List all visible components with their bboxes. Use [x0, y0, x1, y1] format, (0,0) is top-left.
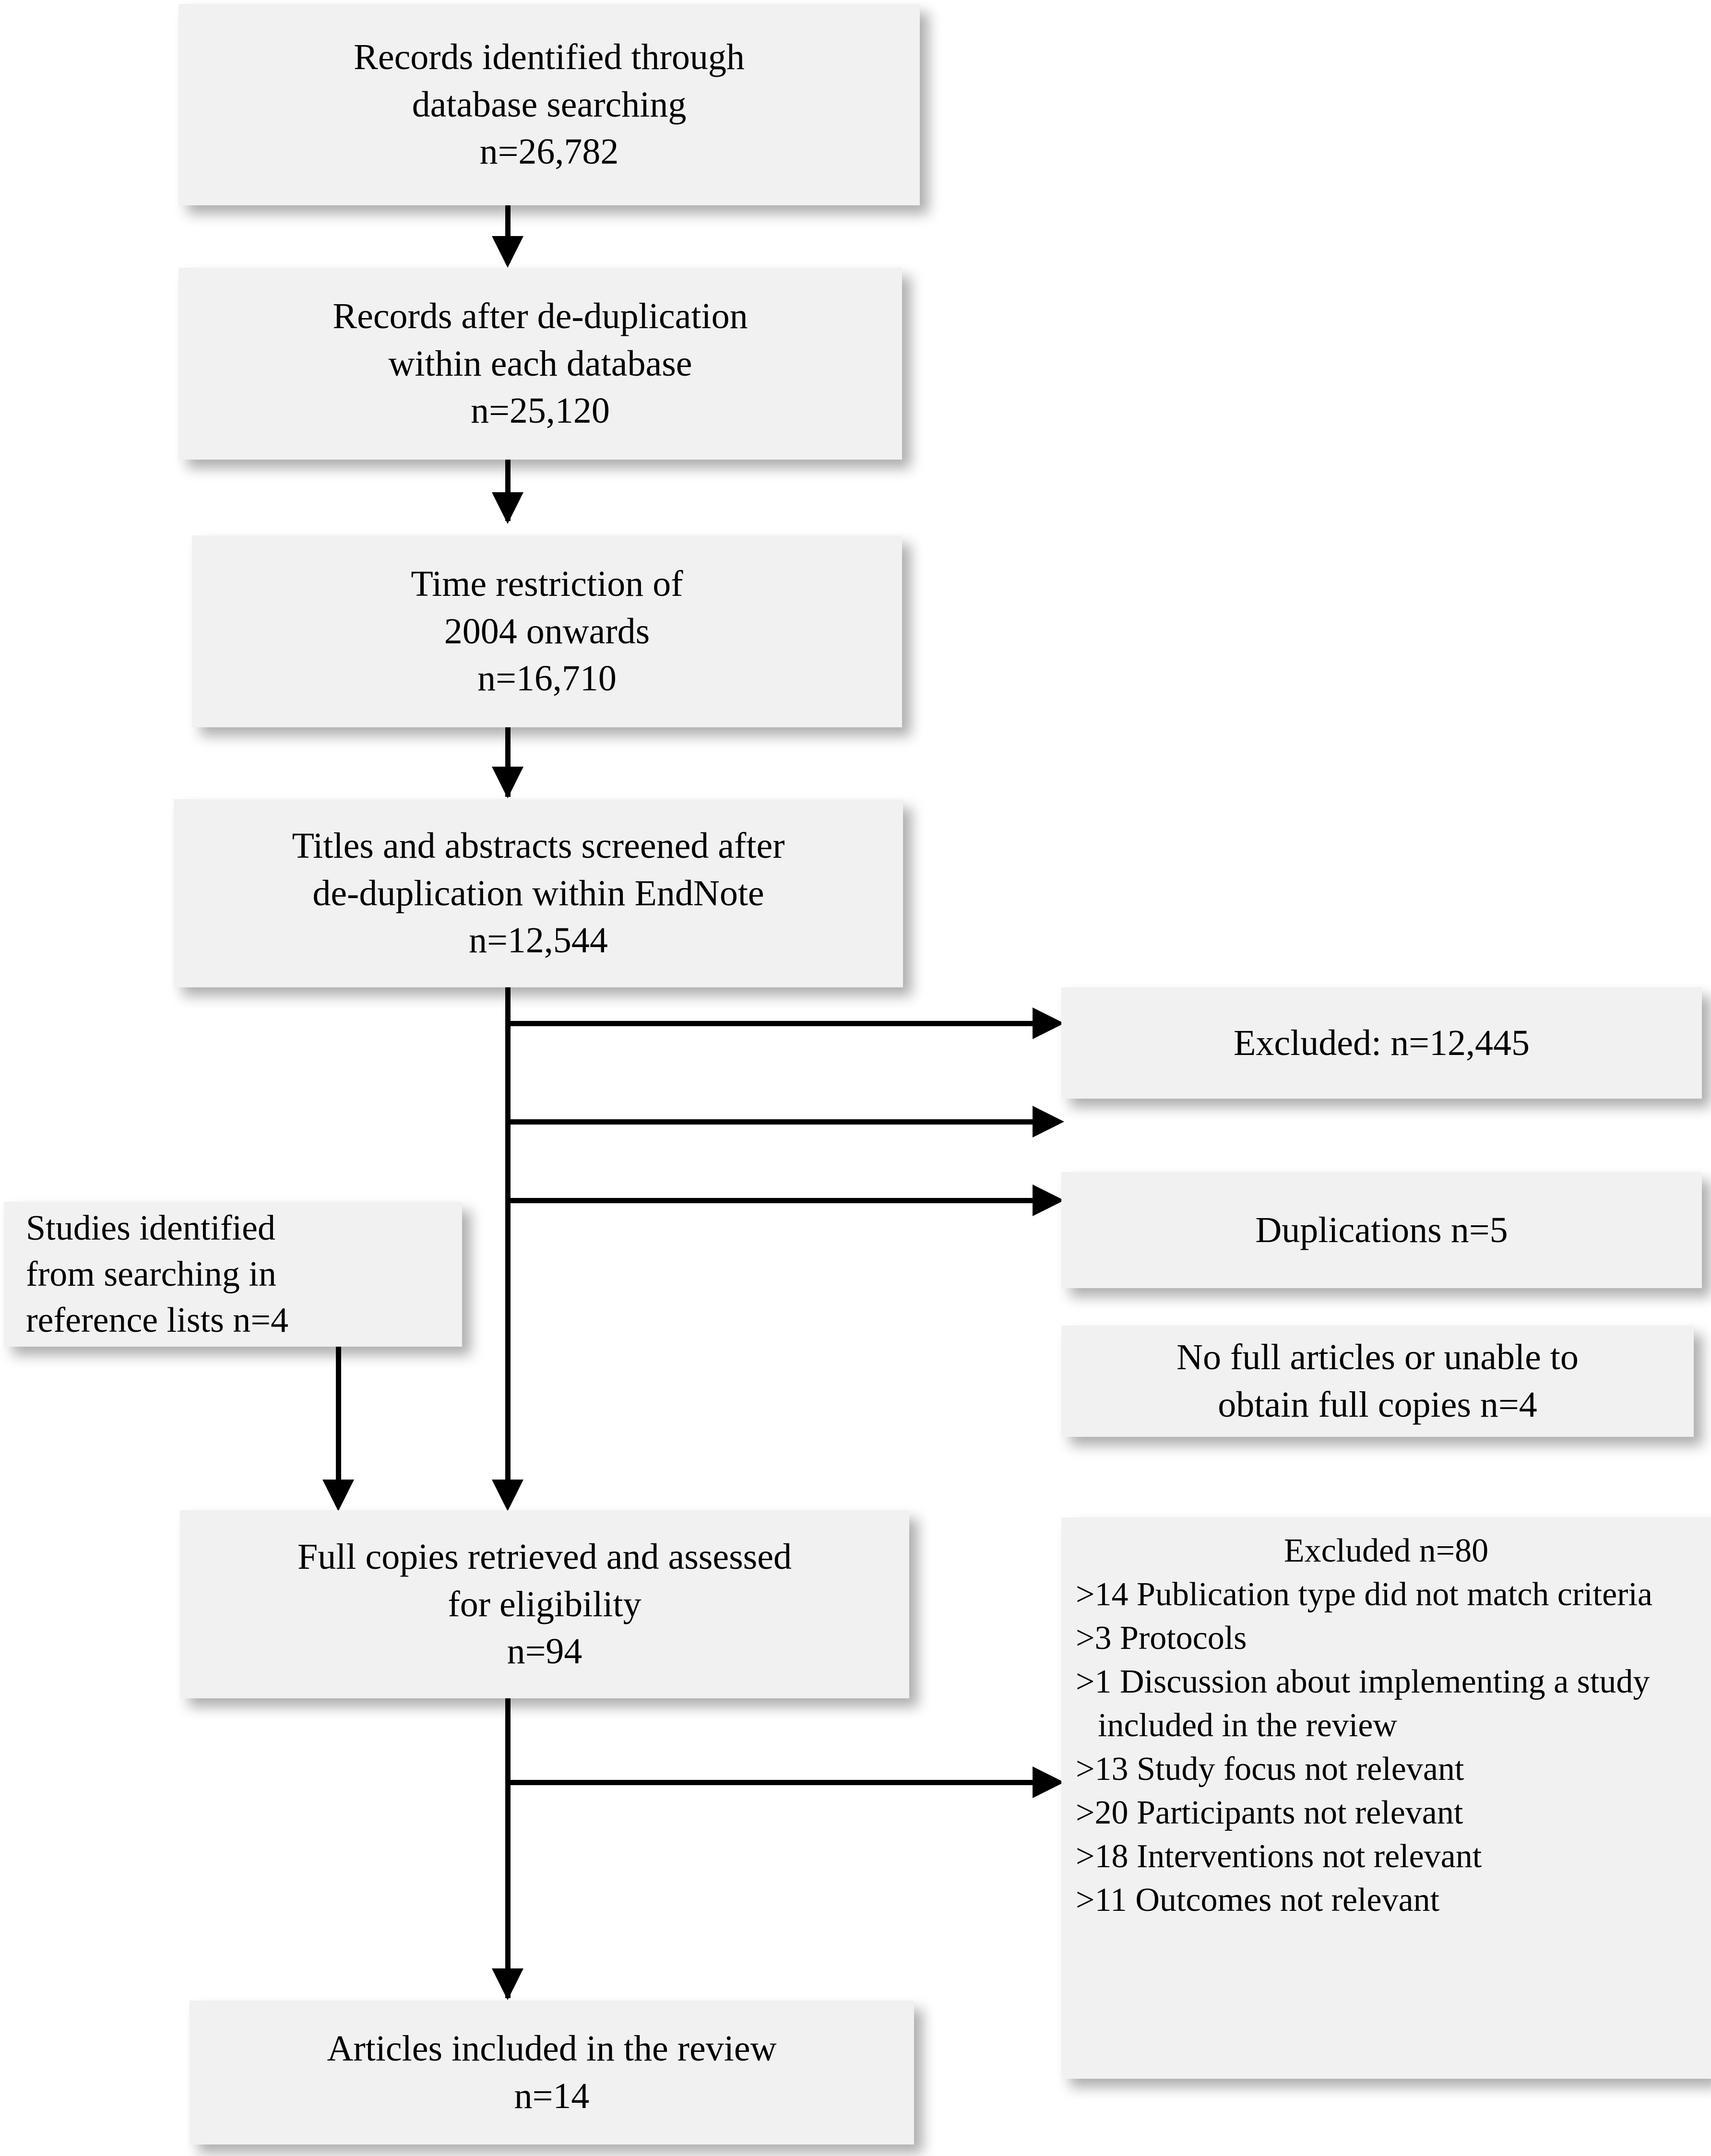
connector-branch-excluded-eligibility [505, 1780, 1035, 1785]
arrowhead-dedup-to-time [492, 492, 523, 524]
box-time-restriction: Time restriction of 2004 onwards n=16,71… [192, 535, 902, 727]
box-full-copies-retrieved: Full copies retrieved and assessed for e… [180, 1510, 909, 1698]
box-no-full-articles-line-2: obtain full copies n=4 [1218, 1385, 1537, 1425]
connector-branch-excluded-screening [505, 1021, 1035, 1026]
arrowhead-branch-no-full-articles [1033, 1185, 1064, 1216]
excluded-reason-item: >13 Study focus not relevant [1076, 1751, 1464, 1788]
excluded-reason-item: >11 Outcomes not relevant [1076, 1882, 1440, 1919]
arrowhead-reference-lists-to-full-copies [322, 1480, 354, 1511]
box-excluded-screening-line-1: Excluded: n=12,445 [1234, 1022, 1530, 1063]
box-records-after-dedup-line-1: Records after de-duplication [333, 296, 748, 336]
box-records-after-dedup-line-2: within each database [388, 343, 692, 384]
connector-dedup-to-time [505, 460, 511, 521]
arrowhead-records-to-dedup [492, 236, 523, 268]
connector-records-to-dedup [505, 205, 511, 263]
box-records-identified-line-1: Records identified through [354, 36, 745, 77]
box-titles-abstracts-screened-line-1: Titles and abstracts screened after [292, 825, 785, 866]
excluded-reason-item: >18 Interventions not relevant [1076, 1838, 1482, 1875]
box-records-identified: Records identified through database sear… [178, 4, 920, 205]
box-studies-from-reference-lists-line-1: Studies identified [26, 1208, 275, 1248]
box-studies-from-reference-lists-line-2: from searching in [26, 1254, 276, 1294]
arrowhead-screened-to-full-copies [492, 1480, 523, 1511]
box-no-full-articles: No full articles or unable to obtain ful… [1061, 1326, 1694, 1437]
connector-branch-duplications [505, 1119, 1035, 1125]
arrowhead-branch-excluded-eligibility [1033, 1766, 1064, 1798]
box-excluded-eligibility: Excluded n=80 >14 Publication type did n… [1061, 1517, 1711, 2079]
box-titles-abstracts-screened: Titles and abstracts screened after de-d… [174, 799, 903, 987]
box-studies-from-reference-lists-line-3: reference lists n=4 [26, 1301, 289, 1340]
arrowhead-branch-excluded-screening [1033, 1007, 1064, 1039]
box-excluded-eligibility-title: Excluded n=80 [1283, 1532, 1489, 1569]
excluded-reason-item: >20 Participants not relevant [1076, 1794, 1463, 1831]
excluded-reason-item: >14 Publication type did not match crite… [1076, 1576, 1652, 1613]
box-records-after-dedup-line-3: n=25,120 [471, 391, 610, 431]
connector-time-to-screened [505, 727, 511, 797]
arrowhead-time-to-screened [492, 767, 523, 798]
box-no-full-articles-line-1: No full articles or unable to [1176, 1337, 1579, 1378]
connector-reference-lists-to-full-copies [336, 1347, 341, 1481]
connector-full-copies-to-included [505, 1698, 511, 1998]
excluded-eligibility-reason-list: >14 Publication type did not match crite… [1076, 1573, 1697, 1922]
excluded-reason-item: >3 Protocols [1076, 1620, 1247, 1657]
arrowhead-branch-duplications [1033, 1106, 1064, 1137]
box-records-after-dedup: Records after de-duplication within each… [178, 268, 902, 460]
box-studies-from-reference-lists: Studies identified from searching in ref… [4, 1202, 462, 1347]
box-articles-included-line-2: n=14 [514, 2076, 590, 2116]
box-duplications: Duplications n=5 [1061, 1172, 1702, 1288]
connector-screened-to-full-copies [505, 987, 511, 1481]
box-excluded-screening: Excluded: n=12,445 [1061, 987, 1702, 1099]
box-time-restriction-line-2: 2004 onwards [444, 611, 650, 652]
excluded-reason-item: >1 Discussion about implementing a study… [1076, 1663, 1650, 1744]
box-titles-abstracts-screened-line-2: de-duplication within EndNote [312, 873, 764, 913]
box-articles-included: Articles included in the review n=14 [190, 2001, 914, 2144]
box-full-copies-retrieved-line-2: for eligibility [448, 1584, 642, 1624]
box-time-restriction-line-1: Time restriction of [411, 563, 683, 604]
arrowhead-full-copies-to-included [492, 1968, 523, 2000]
connector-branch-no-full-articles [505, 1198, 1035, 1203]
box-time-restriction-line-3: n=16,710 [477, 658, 617, 699]
box-articles-included-line-1: Articles included in the review [327, 2028, 777, 2069]
box-records-identified-line-2: database searching [412, 84, 687, 125]
box-duplications-line-1: Duplications n=5 [1255, 1209, 1508, 1250]
box-records-identified-line-3: n=26,782 [479, 131, 619, 172]
box-full-copies-retrieved-line-1: Full copies retrieved and assessed [297, 1536, 792, 1577]
box-titles-abstracts-screened-line-3: n=12,544 [469, 920, 608, 961]
box-full-copies-retrieved-line-3: n=94 [507, 1631, 582, 1672]
